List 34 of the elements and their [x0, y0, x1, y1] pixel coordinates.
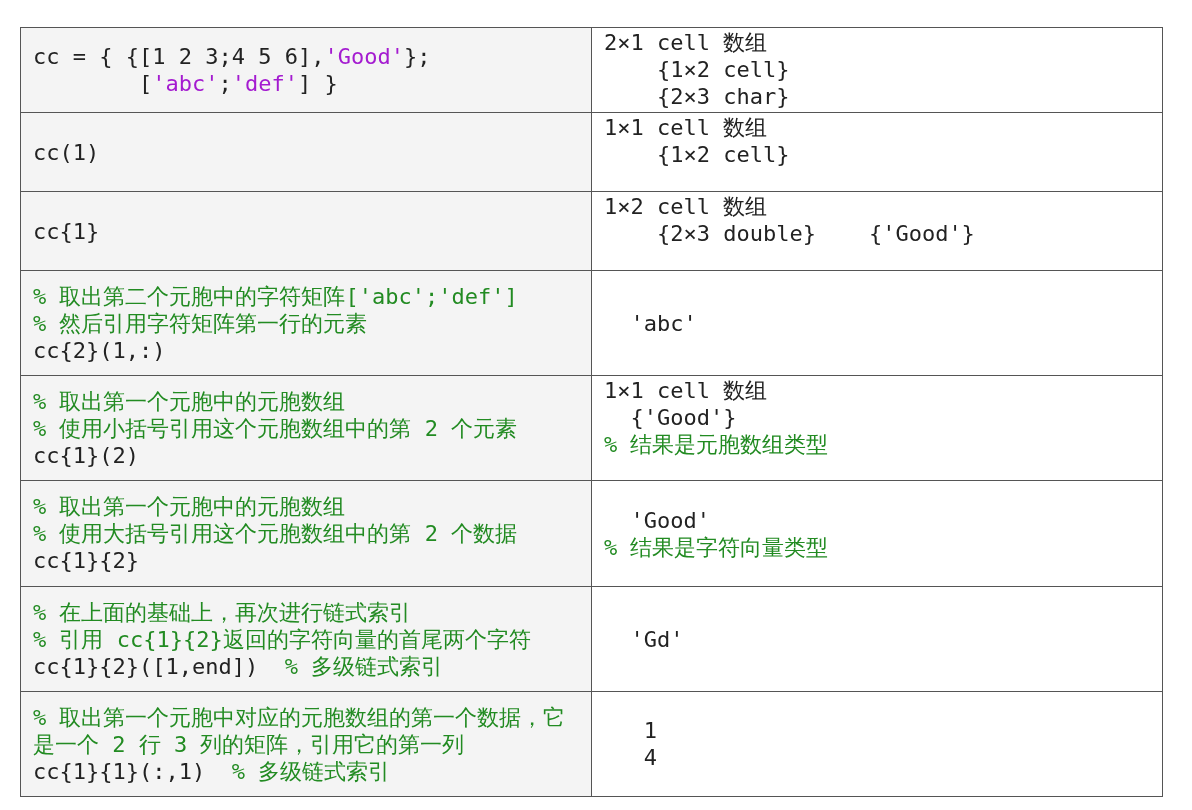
output-line: 1×1 cell 数组 — [604, 377, 769, 404]
code-line: ['abc';'def'] } — [137, 70, 339, 97]
output-line: 'Gd' — [629, 625, 685, 653]
output-line: 4 — [642, 744, 658, 771]
code-line: cc{1}{2} — [33, 547, 140, 574]
code-line: cc{2}(1,:) — [33, 336, 167, 364]
output-line: {'Good'} — [629, 404, 738, 431]
comment-line: % 然后引用字符矩阵第一行的元素 — [33, 309, 369, 337]
output-line: {2×3 double} {'Good'} — [656, 220, 976, 247]
output-line: {2×3 char} — [656, 83, 791, 110]
comment-line: % 取出第一个元胞中对应的元胞数组的第一个数据，它是一个 2 行 3 列的矩阵，引用它的第一列 — [33, 703, 567, 758]
output-line: 1×2 cell 数组 — [604, 193, 769, 220]
code-line: cc{1}(2) — [33, 441, 140, 469]
code-line: cc{1}{2}([1,end]) % 多级链式索引 — [33, 652, 445, 680]
comment-line: % 引用 cc{1}{2}返回的字符向量的首尾两个字符 — [33, 625, 532, 653]
output-line: 'Good' — [629, 506, 711, 534]
comment-line: % 结果是字符向量类型 — [604, 533, 830, 561]
comment-line: % 取出第二个元胞中的字符矩阵['abc';'def'] — [33, 282, 519, 310]
output-line: 1×1 cell 数组 — [604, 114, 769, 141]
output-line: 'abc' — [629, 309, 698, 337]
output-line: {1×2 cell} — [656, 56, 791, 83]
comment-line: % 取出第一个元胞中的元胞数组 — [33, 493, 347, 520]
output-line: 2×1 cell 数组 — [604, 29, 769, 56]
code-line: cc = { {[1 2 3;4 5 6],'Good'}; — [33, 43, 432, 70]
code-line: cc(1) — [33, 138, 101, 166]
code-line: cc{1}{1}(:,1) % 多级链式索引 — [33, 757, 392, 785]
code-line: cc{1} — [33, 217, 101, 245]
comment-line: % 使用大括号引用这个元胞数组中的第 2 个数据 — [33, 520, 519, 547]
comment-line: % 使用小括号引用这个元胞数组中的第 2 个元素 — [33, 414, 519, 442]
output-line: 1 — [642, 717, 658, 744]
comment-line: % 在上面的基础上，再次进行链式索引 — [33, 598, 413, 626]
comment-line: % 结果是元胞数组类型 — [604, 431, 830, 458]
output-line: {1×2 cell} — [656, 141, 791, 168]
comment-line: % 取出第一个元胞中的元胞数组 — [33, 387, 347, 415]
